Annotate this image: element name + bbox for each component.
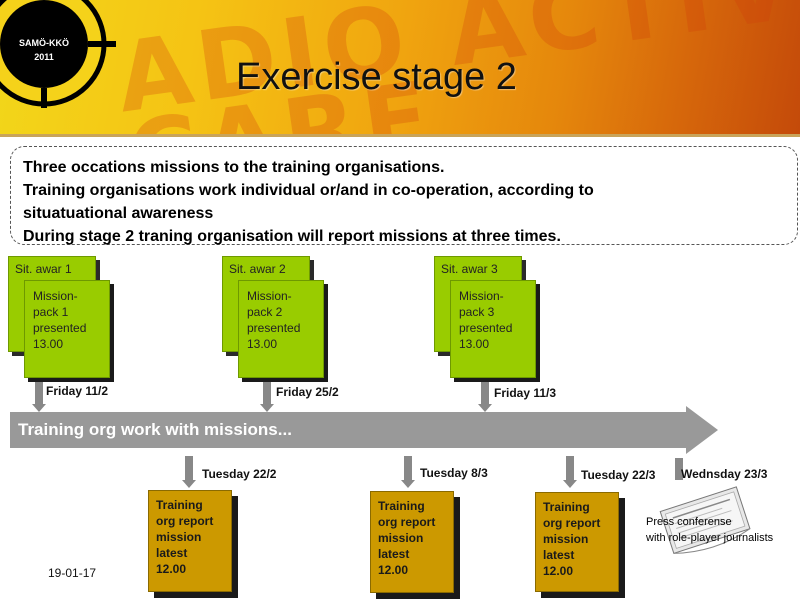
logo-text: SAMÖ-KKÖ 2011	[19, 38, 69, 62]
connector-arrow-tip	[401, 480, 415, 488]
press-conference-text: Press conferense with role-player journa…	[646, 516, 774, 544]
connector-down	[35, 382, 43, 404]
connector-down	[481, 382, 489, 404]
mission-pack-note-1: Mission- pack 1 presented 13.00	[24, 280, 110, 378]
sit-awar-label: Sit. awar 1	[15, 262, 72, 276]
report-date: Tuesday 22/3	[581, 468, 656, 482]
mission-date: Friday 11/2	[46, 384, 109, 398]
header-banner: ADIO ACTIV CARE	[0, 0, 800, 135]
info-line: During stage 2 traning organisation will…	[23, 228, 561, 245]
connector-down	[263, 382, 271, 404]
newspaper-icon	[656, 480, 756, 566]
info-line: Three occations missions to the training…	[23, 159, 445, 176]
connector-arrow-tip	[182, 480, 196, 488]
crosshair-logo-icon: SAMÖ-KKÖ 2011	[0, 0, 118, 108]
mission-pack-note-2: Mission- pack 2 presented 13.00	[238, 280, 324, 378]
mission-date: Friday 25/2	[276, 385, 339, 399]
info-line: situatuational awareness	[23, 205, 214, 222]
banner-divider	[0, 134, 800, 137]
connector-arrow-tip	[563, 480, 577, 488]
report-note-3: Training org report mission latest 12.00	[535, 492, 619, 592]
connector-down	[404, 456, 412, 480]
info-box: Three occations missions to the training…	[10, 146, 798, 245]
slide-date: 19-01-17	[48, 566, 97, 580]
connector-arrow-tip	[32, 404, 46, 412]
report-date: Tuesday 22/2	[202, 467, 277, 481]
timeline-label: Training org work with missions...	[18, 420, 292, 439]
connector-arrow-tip	[478, 404, 492, 412]
connector-down	[675, 458, 683, 480]
press-date: Wednsday 23/3	[681, 467, 768, 481]
sit-awar-label: Sit. awar 3	[441, 262, 498, 276]
connector-down	[185, 456, 193, 480]
sit-awar-label: Sit. awar 2	[229, 262, 286, 276]
connector-down	[566, 456, 574, 480]
page-title: Exercise stage 2	[236, 56, 517, 98]
report-date: Tuesday 8/3	[420, 466, 488, 480]
connector-arrow-tip	[260, 404, 274, 412]
mission-pack-note-3: Mission- pack 3 presented 13.00	[450, 280, 536, 378]
report-note-1: Training org report mission latest 12.00	[148, 490, 232, 592]
info-line: Training organisations work individual o…	[23, 182, 594, 199]
timeline-arrow: Training org work with missions...	[10, 406, 718, 454]
report-note-2: Training org report mission latest 12.00	[370, 491, 454, 593]
mission-date: Friday 11/3	[494, 386, 557, 400]
